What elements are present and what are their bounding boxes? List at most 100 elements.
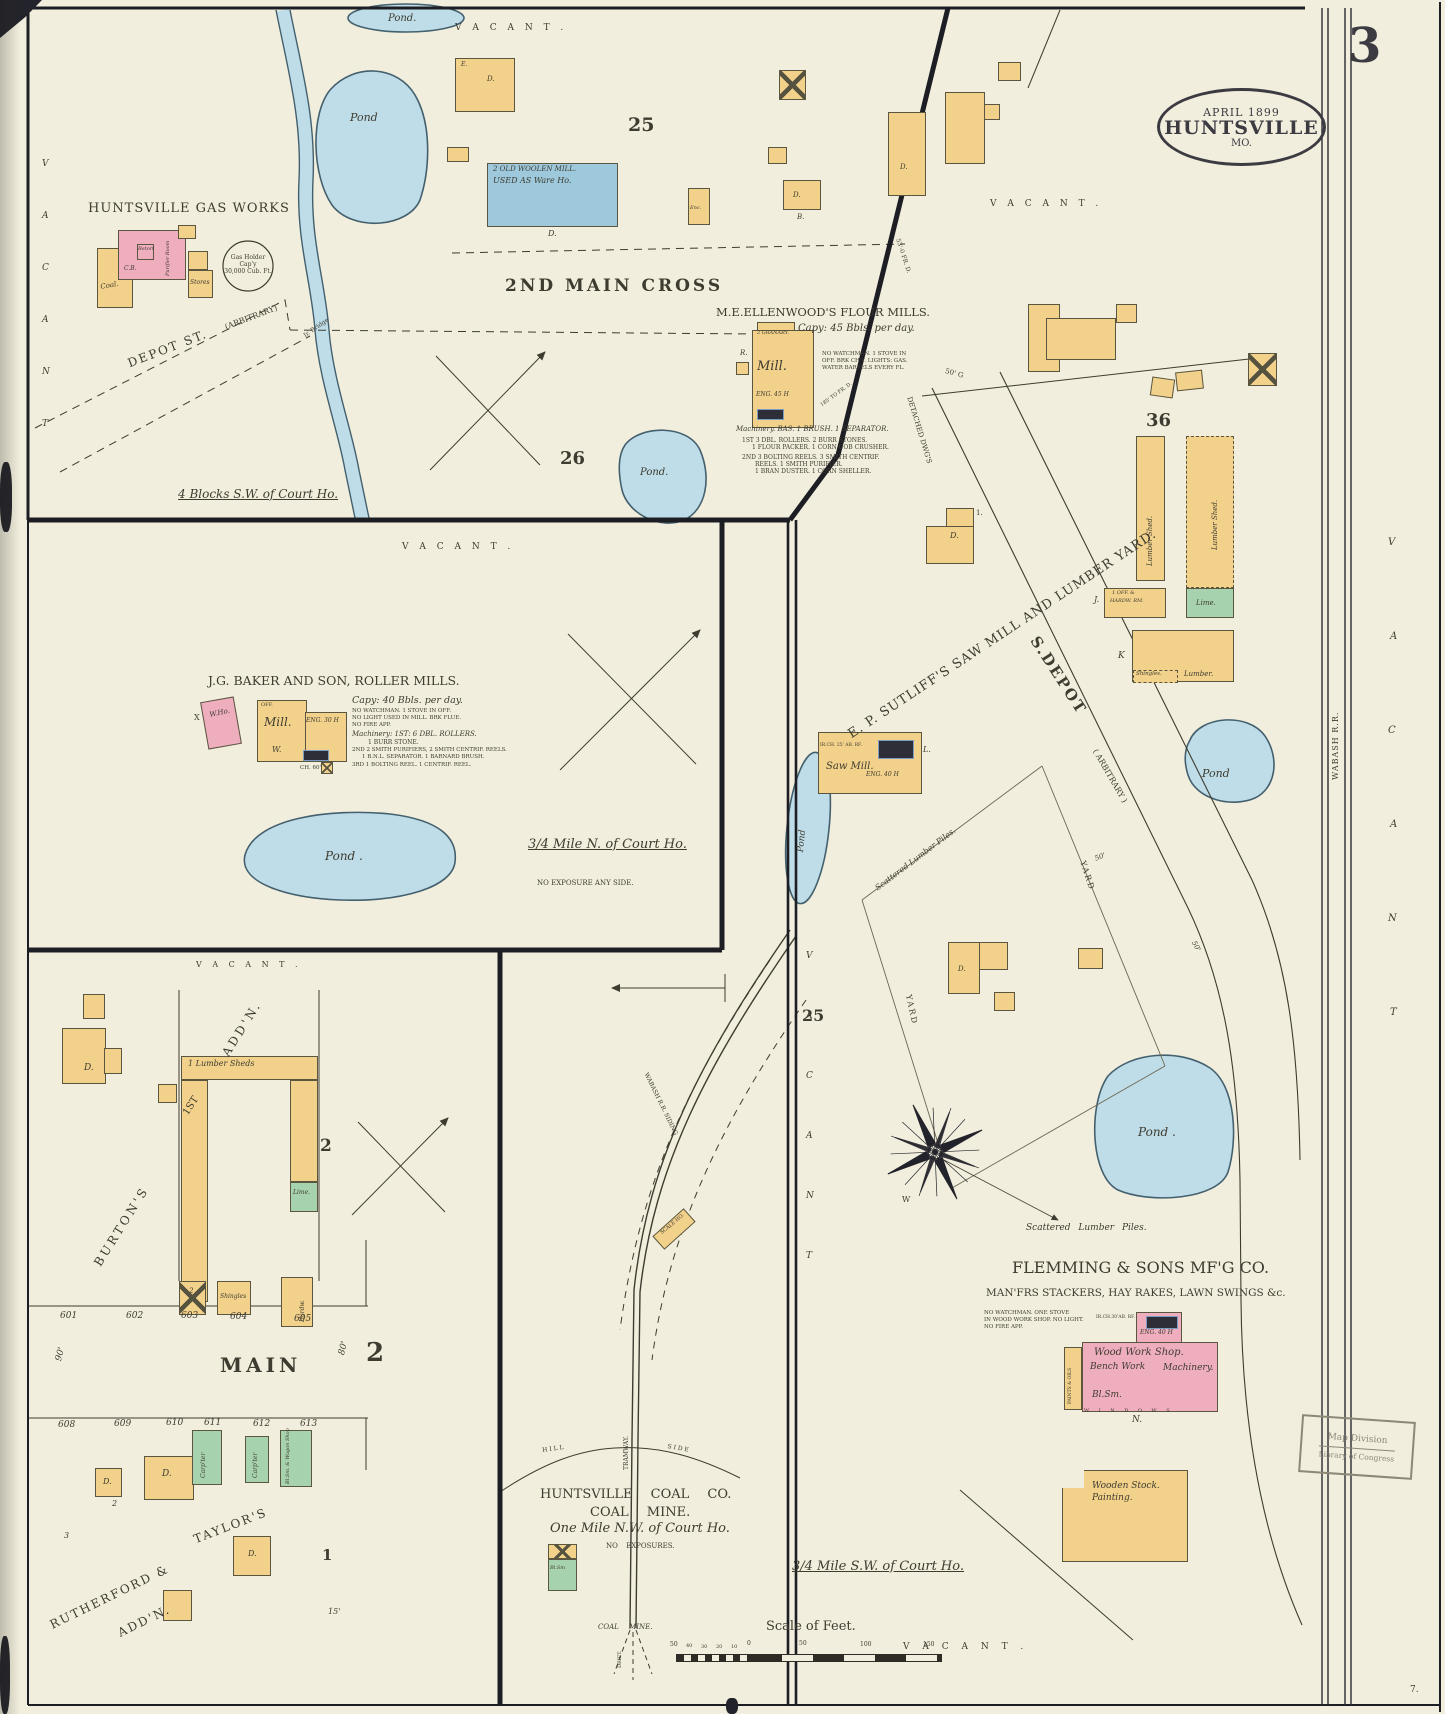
- carpenter-611-label: Carp'ter: [200, 1452, 207, 1478]
- x-building-tr: [1248, 353, 1277, 386]
- scattered-piles-note: Scattered Lumber Piles.: [1026, 1223, 1147, 1233]
- block-26-number: 26: [560, 448, 586, 469]
- sheet-number: 3: [1348, 18, 1382, 74]
- vacant-right-letter-6: T: [1390, 1007, 1397, 1018]
- shingles-604-label: Shingles: [220, 1293, 247, 1300]
- saw-mill-label: Saw Mill.: [826, 761, 874, 772]
- four-blocks-note: 4 Blocks S.W. of Court Ho.: [178, 487, 339, 501]
- coal-co-line1: HUNTSVILLE COAL CO.: [540, 1487, 732, 1502]
- vacant-right-letter-2: A: [1390, 631, 1398, 642]
- no-exposure-note: NO EXPOSURE ANY SIDE.: [537, 879, 634, 887]
- vacant-strip-letter-4: A: [806, 1131, 813, 1141]
- hardware-building-605: [281, 1277, 313, 1327]
- tramway-label: TRAMWAY.: [623, 1435, 630, 1470]
- bench-work-label: Bench Work: [1090, 1362, 1146, 1372]
- dwelling-608: [95, 1468, 122, 1497]
- page-7-mark: 7.: [1410, 1685, 1419, 1695]
- baker-ch-label: CH. 60': [300, 765, 322, 771]
- stamp-line-1: Map Division: [1327, 1431, 1388, 1446]
- pond-depot-label: Pond: [1202, 767, 1230, 780]
- creek: [275, 8, 370, 520]
- outbuilding-small-2: [768, 147, 787, 164]
- baker-mach-3: 3RD 1 BOLTING REEL. 1 CENTRIF. REEL.: [352, 762, 472, 768]
- blacksmith-coal-label: Bl.Sm: [550, 1565, 566, 1571]
- parcel-lines: [861, 765, 1166, 1189]
- vacant-strip-letter-5: N: [806, 1191, 814, 1201]
- mile-sw-note: 3/4 Mile S.W. of Court Ho.: [792, 1559, 964, 1574]
- lot-605: 605: [294, 1314, 312, 1324]
- ponds: [243, 3, 1275, 1199]
- lot-611: 611: [204, 1418, 222, 1428]
- dwelling-d-yard: D.: [958, 965, 966, 973]
- lumber-shed-2-label: Lumber Shed.: [1211, 499, 1219, 550]
- burton-d-house: [62, 1028, 106, 1084]
- vacant-left-letter-6: T: [42, 419, 49, 429]
- scale-tick-100: 100: [860, 1641, 872, 1648]
- two-603-label: 2: [189, 1287, 194, 1295]
- saw-eng-label: ENG. 40 H: [866, 771, 899, 778]
- lumber-shed-1-label: Lumber Shed.: [1146, 515, 1154, 566]
- wooden-stock-notch: [1062, 1470, 1084, 1488]
- windows-label: W I N D O W S: [1084, 1408, 1174, 1414]
- lime-36-label: Lime.: [1196, 599, 1216, 607]
- gas-shed-east: [188, 251, 208, 270]
- pond-26-label: Pond.: [640, 467, 669, 478]
- granary-label: 2 GRANARY.: [757, 330, 789, 336]
- blacksmith-flem-label: Bl.Sm.: [1092, 1390, 1122, 1400]
- dwelling-d-addn: D.: [248, 1549, 257, 1558]
- baker-mach-2a: 2ND 2 SMITH PURIFIERS, 2 SMITH CENTRIF. …: [352, 747, 507, 753]
- baker-mach-2b: 1 B.N.L. SEPARATOR. 1 BARNARD BRUSH.: [362, 754, 485, 760]
- dwelling-addn: [233, 1536, 271, 1576]
- woolen-mill-l1: 2 OLD WOOLEN MILL.: [493, 165, 577, 173]
- lot-612: 612: [253, 1419, 271, 1429]
- cluster-tower: [984, 104, 1000, 120]
- map-state: MO.: [1230, 137, 1253, 149]
- pond-top-label: Pond.: [388, 13, 417, 24]
- lumber-sheds-label: 1 Lumber Sheds: [188, 1059, 255, 1068]
- lot-602: 602: [126, 1311, 144, 1321]
- ellenwood-title: M.E.ELLENWOOD'S FLOUR MILLS.: [716, 305, 930, 319]
- lumber-shed-top-bar: [181, 1056, 318, 1080]
- carpenter-612-label: Carp'ter: [252, 1452, 259, 1478]
- j-label: J.: [1094, 595, 1100, 604]
- ellenwood-mach-1b: 1 FLOUR PACKER. 1 CORN COB CRUSHER.: [752, 444, 889, 451]
- bldg-pair-top: [455, 58, 515, 112]
- main-street-label: MAIN: [220, 1353, 302, 1377]
- baker-chimney: [321, 762, 333, 774]
- yard-cluster-square: [994, 992, 1015, 1011]
- flemming-note-2: IN WOOD WORK SHOP. NO LIGHT.: [984, 1317, 1084, 1323]
- north-label: N.: [1132, 1415, 1143, 1425]
- lumber-36-label: Lumber.: [1184, 670, 1214, 678]
- lot-609: 609: [114, 1419, 132, 1429]
- pond-upperleft-label: Pond: [350, 111, 378, 124]
- scale-tick-40: 40: [686, 1643, 693, 1649]
- baker-note-3: NO FIRE APP.: [352, 722, 391, 728]
- baker-title: J.G. BAKER AND SON, ROLLER MILLS.: [208, 673, 460, 688]
- wabash-rr-label: WABASH R.R.: [1331, 711, 1340, 780]
- lot-603: 603: [181, 1311, 199, 1321]
- gas-cb-label: C.B.: [124, 265, 137, 272]
- flemming-eng-label: ENG. 40 H: [1140, 1329, 1173, 1336]
- dwelling-610: [144, 1456, 194, 1500]
- gas-holder-l3: 30,000 Cub. Ft.: [224, 268, 272, 275]
- compass-rose: [887, 1104, 983, 1200]
- bldg-d-label-top: D.: [487, 75, 495, 83]
- outbuilding-small-1: [447, 147, 469, 162]
- ellenwood-note-2: OFF. BRK CH'Y. LIGHTS: GAS.: [822, 358, 908, 364]
- burton-square: [83, 994, 105, 1019]
- lumber-shed-right-arm: [290, 1080, 318, 1182]
- dwelling-d-608: D.: [103, 1477, 112, 1486]
- vacant-left-letter-1: V: [42, 159, 49, 169]
- flemming-chimney-note: IR.CH.30'AB. RF.: [1096, 1315, 1136, 1320]
- dwelling-tall: [888, 112, 926, 196]
- paints-oils-label: PAINTS & OILS: [1068, 1367, 1073, 1404]
- pond-baker-label: Pond .: [325, 849, 363, 863]
- wagon-shop-613: [280, 1430, 312, 1487]
- baker-engine: [303, 750, 329, 761]
- lot-608: 608: [58, 1420, 76, 1430]
- compass-leader: [943, 1159, 1059, 1221]
- office-hardware-l1: 1 OFF. &: [1112, 590, 1135, 596]
- gas-retort-room: [137, 244, 154, 260]
- ellenwood-note-3: WATER BARRELS EVERY FL.: [822, 365, 905, 371]
